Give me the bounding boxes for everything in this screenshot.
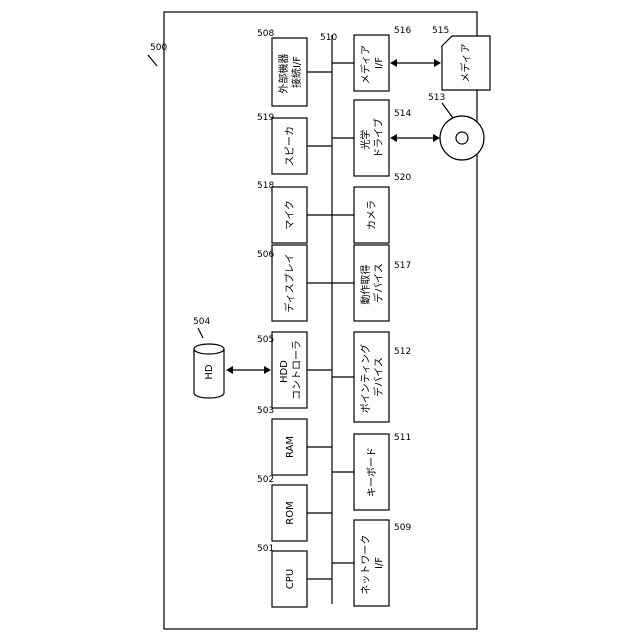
hd-cylinder: HD 504 xyxy=(193,317,224,398)
media-label: メディア xyxy=(459,43,472,82)
mic-label: マイク xyxy=(284,200,296,230)
media-if-ref: 516 xyxy=(394,26,411,36)
device-frame xyxy=(164,12,477,629)
right-components: ネットワーク I/F 509 キーボード 511 ポインティング デバイス 51… xyxy=(332,26,411,606)
speaker-ref: 519 xyxy=(257,113,274,123)
rom-label: ROM xyxy=(285,501,296,524)
cpu-ref: 501 xyxy=(257,544,274,554)
disc-ref: 513 xyxy=(428,93,445,103)
pointing-ref: 512 xyxy=(394,347,411,357)
ext-if-ref: 508 xyxy=(257,29,274,39)
bus-ref: 510 xyxy=(320,33,337,43)
media-ref: 515 xyxy=(432,26,449,36)
keyboard-label: キーボード xyxy=(366,447,378,497)
motion-ref: 517 xyxy=(394,261,411,271)
hd-label: HD xyxy=(204,364,215,380)
keyboard-ref: 511 xyxy=(394,433,411,443)
ram-label: RAM xyxy=(285,436,296,458)
camera-ref: 520 xyxy=(394,173,411,183)
cpu-label: CPU xyxy=(285,569,296,589)
left-components: CPU 501 ROM 502 RAM 503 HDD コントローラ 505 デ… xyxy=(257,29,332,607)
hdd-controller-ref: 505 xyxy=(257,335,274,345)
display-label: ディスプレイ xyxy=(283,253,296,312)
optical-disc: 513 xyxy=(428,93,484,160)
display-ref: 506 xyxy=(257,250,274,260)
net-if-ref: 509 xyxy=(394,523,411,533)
hd-ref: 504 xyxy=(193,317,210,327)
mic-ref: 518 xyxy=(257,181,274,191)
camera-label: カメラ xyxy=(366,200,378,230)
device-ref: 500 xyxy=(150,43,167,53)
external-media: メディア 515 xyxy=(432,26,490,90)
rom-ref: 502 xyxy=(257,475,274,485)
speaker-label: スピーカ xyxy=(284,126,296,166)
optical-ref: 514 xyxy=(394,109,411,119)
